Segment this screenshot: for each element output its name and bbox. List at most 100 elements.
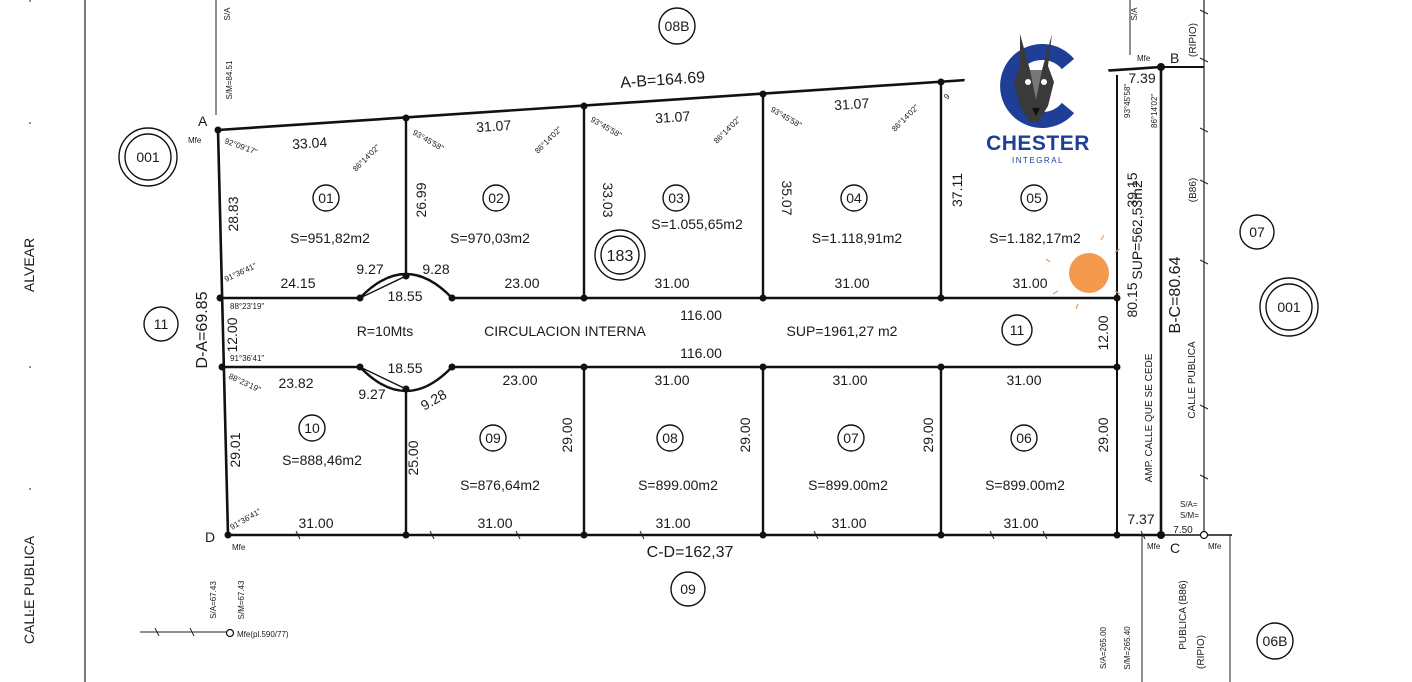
lot-01-area: S=951,82m2: [290, 230, 370, 246]
dim-top-back-4: 23.00: [504, 275, 539, 291]
dim-top-back-3: 9.28: [422, 261, 449, 277]
dim-top-front-4: 31.07: [834, 95, 870, 113]
logo-sub-text: INTEGRAL: [1011, 156, 1064, 165]
dim-top-front-1: 33.04: [292, 134, 328, 152]
dim-bottom-depth-1: 29.01: [227, 432, 243, 467]
block-11-left: 11: [154, 316, 169, 332]
note-sa-bottom: S/A=265.00: [1099, 626, 1108, 669]
note-sm-bottom: S/M=265.40: [1123, 626, 1132, 670]
note-sm-a: S/M=84.51: [225, 60, 234, 99]
angle-trunc: 9: [942, 92, 952, 102]
lot-07-id: 07: [843, 430, 859, 446]
arc-chord-top: [359, 275, 407, 299]
da-length: D-A=69.85: [194, 291, 211, 368]
lot-10-area: S=888,46m2: [282, 452, 362, 468]
block-circles: [118, 7, 1319, 660]
angle-a1: 92°09'17": [223, 136, 258, 156]
lot-08-id: 08: [662, 430, 678, 446]
dim-bottom-front-4: 23.00: [502, 372, 537, 388]
note-sa-d: S/A=67.43: [209, 581, 218, 619]
lot-05-area: S=1.182,17m2: [989, 230, 1081, 246]
circulation-len-top: 116.00: [680, 307, 722, 323]
boundary-ticks: [154, 9, 1209, 637]
note-mfe-d: Mfe: [232, 543, 246, 552]
orange-marker: [1069, 253, 1109, 293]
dim-top-back-2: 9.27: [356, 261, 383, 277]
dim-top-back-6: 31.00: [834, 275, 869, 291]
block-06b: 06B: [1263, 633, 1288, 649]
angle-mid-2: 88°23'19": [230, 302, 264, 311]
note-sa-top-right: S/A: [1130, 7, 1139, 21]
block-09: 09: [680, 581, 696, 597]
lot-02-area: S=970,03m2: [450, 230, 530, 246]
lot-03-area: S=1.055,65m2: [651, 216, 743, 232]
lot-06-id: 06: [1016, 430, 1032, 446]
note-mfe-c2: Mfe: [1208, 542, 1222, 551]
note-sa-c: S/A=: [1180, 500, 1198, 509]
block-001-left: 001: [136, 149, 160, 165]
dim-bottom-back-2: 31.00: [477, 515, 512, 531]
vertex-b: B: [1170, 50, 1179, 66]
street-alvear: ALVEAR: [21, 238, 37, 292]
dim-top-back-7: 31.00: [1012, 275, 1047, 291]
lot-09-id: 09: [485, 430, 501, 446]
circulation-radius: R=10Mts: [357, 323, 413, 339]
block-001-right: 001: [1277, 299, 1301, 315]
dim-right-total: 80.15: [1124, 282, 1140, 317]
note-sm-c: S/M=: [1180, 511, 1199, 520]
ab-length: A-B=164.69: [620, 69, 706, 92]
lot-04-area: S=1.118,91m2: [812, 230, 903, 246]
dim-bottom-depth-6: 29.00: [1095, 417, 1111, 452]
dim-bottom-back-1: 31.00: [298, 515, 333, 531]
chihuahua-dog-icon: [1000, 34, 1075, 128]
marker-rays: [1045, 234, 1121, 310]
dim-left-mid: 12.00: [224, 317, 240, 352]
circulation-label: CIRCULACION INTERNA: [484, 323, 646, 339]
dim-bottom-front-5: 31.00: [654, 372, 689, 388]
lot-10-id: 10: [304, 420, 320, 436]
dim-top-depth-1: 28.83: [225, 196, 241, 231]
angle-mid-3: 88°23'19": [227, 372, 262, 395]
dim-top-front-3: 31.07: [655, 108, 691, 126]
lot-06-area: S=899.00m2: [985, 477, 1065, 493]
street-calle-publica-left: CALLE PUBLICA: [21, 535, 37, 644]
dim-c-small: 7.50: [1173, 525, 1193, 536]
dim-bottom-back-5: 31.00: [1003, 515, 1038, 531]
dim-bottom-front-6: 31.00: [832, 372, 867, 388]
dim-bottom-front-2: 9.27: [358, 386, 385, 402]
angle-mid-1: 91°36'41": [223, 261, 258, 284]
logo-brand-text: CHESTER: [986, 132, 1090, 155]
hollow-markers: [225, 530, 1209, 638]
dim-right-mid: 12.00: [1095, 315, 1111, 350]
arc-bottom-length: 18.55: [387, 360, 422, 376]
angle-b1: 93°45'58": [1123, 84, 1132, 118]
angle-b2: 86°14'02": [1150, 94, 1159, 128]
note-mfe-pl: Mfe(pl.590/77): [237, 630, 289, 639]
dim-top-front-2: 31.07: [476, 117, 512, 135]
cd-length: C-D=162,37: [647, 544, 734, 561]
lot-08-area: S=899.00m2: [638, 477, 718, 493]
dim-bottom-back-4: 31.00: [831, 515, 866, 531]
angle-d1: 91°36'41": [229, 507, 263, 532]
dim-c-corner: 7.37: [1127, 511, 1154, 527]
bc-length: B-C=80.64: [1167, 256, 1184, 333]
note-sm-d: S/M=67.43: [237, 580, 246, 619]
block-11-center: 11: [1010, 322, 1025, 338]
dim-top-depth-5: 37.11: [949, 173, 965, 207]
circulation-len-bottom: 116.00: [680, 345, 722, 361]
dim-b-corner: 7.39: [1128, 70, 1155, 86]
street-b86: (B86): [1188, 178, 1199, 202]
dim-bottom-front-3: 9.28: [418, 386, 450, 414]
angle-top-7: 86°14'02": [890, 103, 921, 134]
lot-09-area: S=876,64m2: [460, 477, 540, 493]
dim-bottom-depth-4: 29.00: [737, 417, 753, 452]
angle-top-2: 93°45'58": [411, 128, 445, 153]
lot-02-id: 02: [488, 190, 504, 206]
vertex-a: A: [198, 113, 208, 129]
survey-points: [214, 63, 1165, 539]
dim-bottom-back-3: 31.00: [655, 515, 690, 531]
angle-top-1: 86°14'02": [351, 143, 382, 174]
lot-07-area: S=899.00m2: [808, 477, 888, 493]
dim-bottom-front-7: 31.00: [1006, 372, 1041, 388]
